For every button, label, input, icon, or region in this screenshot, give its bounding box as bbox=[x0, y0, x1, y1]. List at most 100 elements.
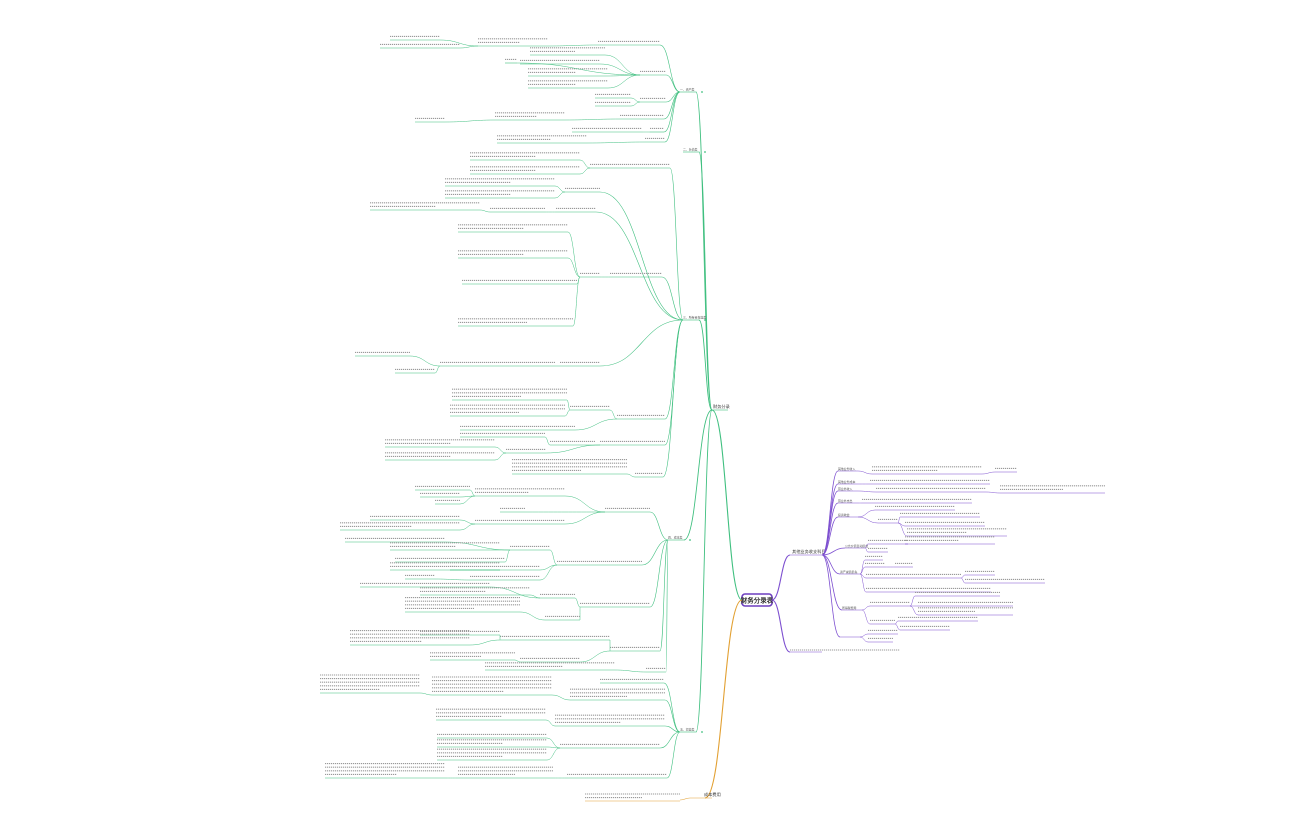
hub-dot bbox=[689, 539, 691, 541]
connector-line bbox=[459, 523, 476, 531]
right-hub-label[interactable]: 公允价值变动损益 bbox=[845, 543, 868, 548]
section-hub-label[interactable]: 一、资产类 bbox=[680, 87, 695, 92]
right-hub-label[interactable]: 营业外支出 bbox=[838, 498, 853, 503]
connector-line bbox=[649, 511, 669, 541]
connector-line bbox=[859, 633, 869, 638]
connector-line bbox=[459, 495, 476, 505]
connector-line bbox=[504, 549, 511, 563]
connector-line bbox=[546, 737, 561, 749]
connector-line bbox=[669, 167, 684, 321]
hub-dot bbox=[701, 91, 703, 93]
connector-line bbox=[662, 319, 684, 478]
hub-dot bbox=[704, 151, 706, 153]
connector-line bbox=[564, 118, 621, 121]
connector-line bbox=[864, 547, 869, 553]
connector-line bbox=[551, 694, 571, 701]
connector-line bbox=[434, 365, 441, 374]
connector-line bbox=[698, 319, 713, 411]
connector-line bbox=[695, 409, 713, 733]
connector-line bbox=[859, 559, 866, 575]
connector-line bbox=[545, 719, 556, 727]
section-hub-label[interactable]: 四、成本类 bbox=[668, 535, 683, 540]
connector-line bbox=[544, 436, 551, 446]
connector-line bbox=[546, 746, 561, 749]
connector-line bbox=[641, 539, 669, 566]
connector-line bbox=[821, 483, 839, 556]
connector-line bbox=[857, 516, 879, 524]
right-hub-label[interactable]: 所得税费用 bbox=[842, 605, 857, 610]
connector-line bbox=[771, 599, 791, 653]
connector-line bbox=[567, 257, 581, 278]
connector-line bbox=[664, 725, 681, 733]
connector-line bbox=[861, 605, 871, 611]
connector-line bbox=[439, 39, 479, 47]
connector-line bbox=[549, 549, 558, 566]
right-hub-label[interactable]: 其他业务收入 bbox=[838, 466, 855, 471]
root-node-label[interactable]: 财务分录表 bbox=[741, 595, 774, 604]
connector-line bbox=[516, 62, 641, 76]
connector-line bbox=[459, 45, 479, 49]
connector-line bbox=[897, 522, 908, 537]
connector-line bbox=[981, 471, 996, 475]
connector-line bbox=[859, 636, 869, 643]
connector-line bbox=[664, 699, 681, 733]
connector-line bbox=[514, 659, 521, 663]
connector-line bbox=[821, 547, 846, 556]
connector-line bbox=[614, 669, 647, 673]
connector-line bbox=[564, 511, 606, 525]
connector-line bbox=[821, 490, 839, 556]
connector-line bbox=[821, 554, 841, 638]
connector-line bbox=[859, 566, 866, 575]
connector-line bbox=[771, 554, 791, 601]
connector-line bbox=[554, 185, 566, 193]
connector-line bbox=[479, 209, 491, 213]
connector-line bbox=[566, 399, 571, 411]
connector-line bbox=[861, 609, 871, 625]
connector-line bbox=[599, 63, 641, 76]
main-branch-label[interactable]: 其他业务收支科目 bbox=[792, 548, 826, 555]
connector-line bbox=[659, 731, 681, 749]
connector-line bbox=[574, 418, 618, 431]
right-hub-label[interactable]: 资产减值损失 bbox=[840, 569, 857, 574]
connector-line bbox=[821, 554, 843, 611]
connector-line bbox=[554, 191, 566, 199]
connector-line bbox=[664, 91, 681, 143]
connector-line bbox=[659, 539, 669, 652]
connector-line bbox=[661, 276, 684, 321]
connector-line bbox=[663, 682, 681, 733]
connector-line bbox=[595, 211, 684, 321]
main-branch-label[interactable]: 成本费用 bbox=[704, 791, 721, 798]
connector-line bbox=[695, 91, 713, 411]
connector-line bbox=[857, 490, 877, 493]
connector-line bbox=[444, 119, 496, 123]
connector-line bbox=[630, 97, 641, 103]
section-hub-label[interactable]: 五、损益类 bbox=[680, 727, 695, 732]
right-hub-label[interactable]: 营业外收入 bbox=[838, 486, 853, 491]
connector-line bbox=[539, 564, 558, 581]
connector-line bbox=[704, 599, 743, 799]
connector-line bbox=[960, 574, 966, 579]
connector-line bbox=[459, 519, 476, 525]
connector-line bbox=[579, 159, 591, 169]
connector-line bbox=[649, 539, 669, 608]
connector-line bbox=[489, 586, 541, 599]
connector-line bbox=[609, 409, 618, 420]
connector-line bbox=[579, 650, 611, 663]
connector-line bbox=[960, 577, 966, 584]
connector-line bbox=[698, 151, 713, 411]
right-hub-label[interactable]: 投资收益 bbox=[838, 512, 850, 517]
connector-line bbox=[711, 409, 743, 601]
section-hub-label[interactable]: 三、所有者权益类 bbox=[683, 315, 706, 320]
section-hub-label[interactable]: 二、负债类 bbox=[683, 147, 698, 152]
hub-dot bbox=[704, 319, 706, 321]
connector-line bbox=[630, 101, 641, 107]
connector-line bbox=[679, 797, 691, 801]
connector-line bbox=[909, 595, 916, 607]
connector-line bbox=[985, 491, 1001, 494]
right-hub-label[interactable]: 其他业务成本 bbox=[838, 479, 855, 484]
main-branch-label[interactable]: 财务分录 bbox=[713, 403, 730, 410]
connector-line bbox=[659, 44, 681, 93]
connector-line bbox=[434, 578, 471, 581]
